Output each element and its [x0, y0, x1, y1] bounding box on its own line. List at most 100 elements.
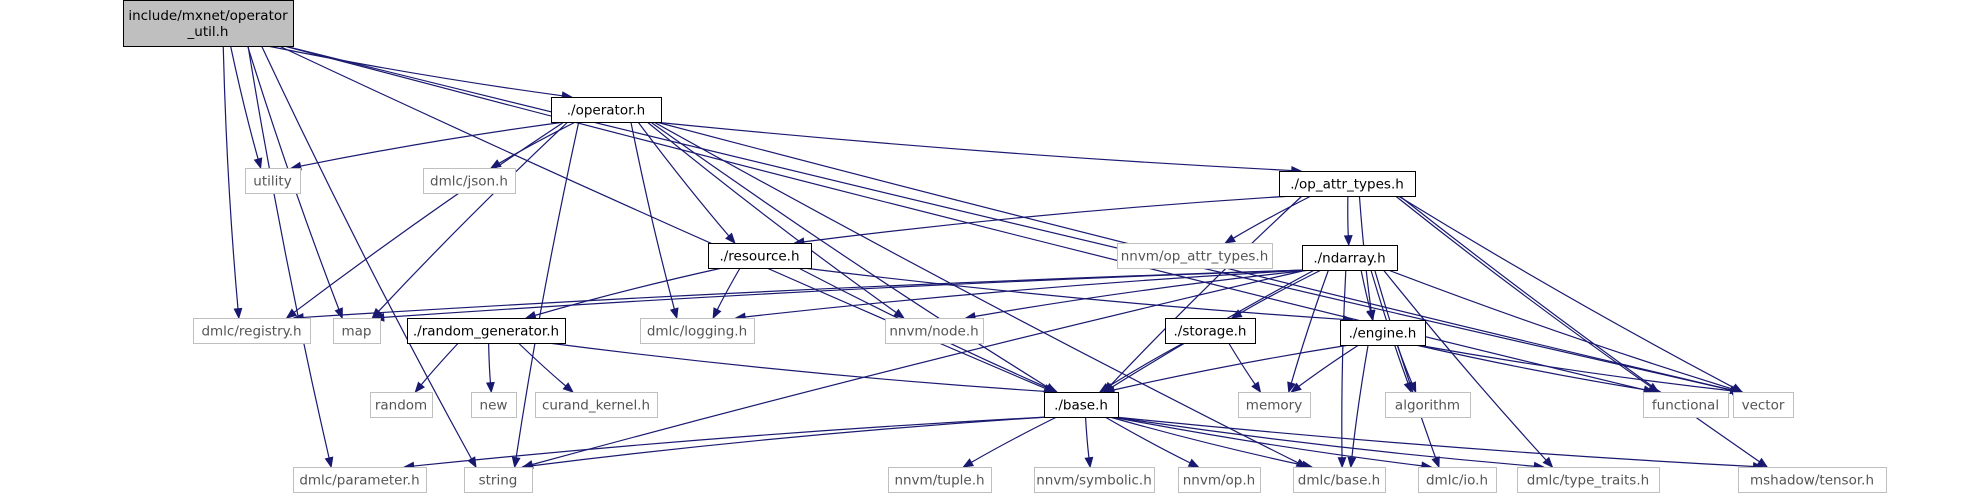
edge-ndarray-to-nnvm_node — [964, 269, 1311, 321]
node-random: random — [370, 392, 433, 418]
edge-ndarray-to-dmlc_logging — [734, 269, 1309, 322]
edge-base-to-nnvm_symbolic — [1084, 416, 1094, 469]
node-box — [293, 467, 427, 493]
node-operator[interactable]: ./operator.h — [551, 97, 662, 123]
edge-op_attr_types-to-resource — [793, 195, 1292, 247]
edge-line — [1347, 195, 1349, 237]
edge-line — [267, 45, 563, 97]
edge-operator-to-op_attr_types — [653, 121, 1303, 175]
edge-line — [1232, 195, 1312, 239]
node-label: ./base.h — [1054, 398, 1108, 414]
edge-line — [1395, 195, 1652, 388]
edge-line — [1107, 342, 1184, 388]
edge-root-to-utility — [229, 45, 263, 170]
edge-op_attr_types-to-nnvm_op_attr_types — [1224, 195, 1312, 244]
node-label: curand_kernel.h — [542, 398, 650, 414]
node-dmlc-base: dmlc/base.h — [1293, 467, 1386, 493]
edge-operator-to-nnvm_node — [646, 121, 905, 319]
edge-engine-to-algorithm — [1396, 344, 1417, 394]
edge-line — [284, 45, 1732, 391]
node-functional: functional — [1643, 392, 1729, 418]
node-op-attr-types[interactable]: ./op_attr_types.h — [1279, 171, 1416, 197]
edge-operator-to-map — [371, 121, 569, 319]
node-label: new — [480, 398, 508, 414]
edge-ndarray-to-dmlc_io — [1374, 269, 1440, 469]
edge-line — [531, 269, 1307, 466]
node-base[interactable]: ./base.h — [1044, 392, 1119, 418]
arrowhead-icon — [725, 232, 736, 245]
edge-ndarray-to-dmlc_base — [1337, 269, 1347, 469]
edge-base-to-dmlc_type_traits — [1113, 416, 1545, 471]
node-utility: utility — [245, 168, 301, 194]
node-nnvm-node: nnvm/node.h — [885, 318, 984, 344]
edge-base-to-nnvm_op — [1104, 416, 1200, 468]
edge-line — [1111, 416, 1423, 467]
edge-operator-to-dmlc_registry — [285, 121, 565, 319]
edge-line — [1351, 344, 1369, 459]
edge-storage-to-memory — [1228, 342, 1262, 394]
edge-line — [488, 342, 492, 384]
node-box — [1733, 392, 1794, 418]
node-box — [245, 168, 301, 194]
node-storage[interactable]: ./storage.h — [1165, 318, 1256, 344]
edge-line — [744, 269, 1309, 318]
node-box — [885, 318, 984, 344]
node-string: string — [464, 467, 533, 493]
node-engine[interactable]: ./engine.h — [1340, 320, 1426, 346]
node-ndarray[interactable]: ./ndarray.h — [1302, 245, 1398, 271]
edge-line — [498, 121, 576, 164]
node-box — [1517, 467, 1660, 493]
node-box — [551, 97, 662, 123]
arrowhead-icon — [1290, 382, 1302, 393]
edge-operator-to-dmlc_logging — [630, 121, 679, 320]
edge-line — [803, 267, 1344, 321]
edge-op_attr_types-to-vector — [1397, 195, 1744, 393]
arrowhead-icon — [1224, 234, 1236, 244]
edge-line — [1399, 195, 1761, 463]
edge-resource-to-random_generator — [524, 267, 723, 320]
arrowhead-icon — [1343, 235, 1353, 247]
node-box — [888, 467, 992, 493]
arrowhead-icon — [1251, 381, 1262, 394]
node-box — [471, 392, 517, 418]
arrowhead-icon — [334, 307, 343, 320]
arrowhead-icon — [233, 307, 243, 320]
arrowhead-icon — [1347, 456, 1357, 469]
arrowhead-icon — [485, 381, 495, 394]
edge-line — [1290, 269, 1330, 384]
edge-engine-to-dmlc_base — [1347, 344, 1369, 469]
arrowhead-icon — [1366, 309, 1375, 322]
node-label: vector — [1742, 398, 1785, 414]
node-box — [1738, 467, 1887, 493]
edges-layer — [222, 45, 1769, 471]
node-box — [1302, 245, 1398, 271]
edge-line — [383, 269, 1307, 318]
node-resource[interactable]: ./resource.h — [708, 243, 812, 269]
node-nnvm-op: nnvm/op.h — [1178, 467, 1261, 493]
node-label: utility — [253, 174, 291, 190]
node-label: dmlc/json.h — [430, 174, 508, 190]
edge-line — [637, 121, 730, 237]
edge-random_generator-to-base — [548, 342, 1057, 396]
arrowhead-icon — [1287, 381, 1296, 394]
node-label: ./ndarray.h — [1313, 251, 1385, 267]
node-random-generator[interactable]: ./random_generator.h — [407, 318, 566, 344]
node-dmlc-parameter: dmlc/parameter.h — [293, 467, 427, 493]
edge-line — [518, 342, 567, 387]
node-label: random — [375, 398, 427, 414]
node-map: map — [333, 318, 381, 344]
node-box — [370, 392, 433, 418]
node-root[interactable]: include/mxnet/operator_util.h — [123, 0, 294, 47]
edge-storage-to-base — [1098, 342, 1184, 393]
node-nnvm-op-attr-types: nnvm/op_attr_types.h — [1117, 243, 1273, 269]
node-nnvm-tuple: nnvm/tuple.h — [888, 467, 992, 493]
arrowhead-icon — [511, 456, 521, 469]
node-box — [423, 168, 516, 194]
arrowhead-icon — [562, 382, 574, 393]
node-box — [1238, 392, 1311, 418]
node-label: mshadow/tensor.h — [1750, 473, 1874, 489]
edge-line — [1341, 269, 1347, 459]
edge-line — [413, 416, 1048, 467]
node-new: new — [471, 392, 517, 418]
arrowhead-icon — [1431, 456, 1440, 469]
